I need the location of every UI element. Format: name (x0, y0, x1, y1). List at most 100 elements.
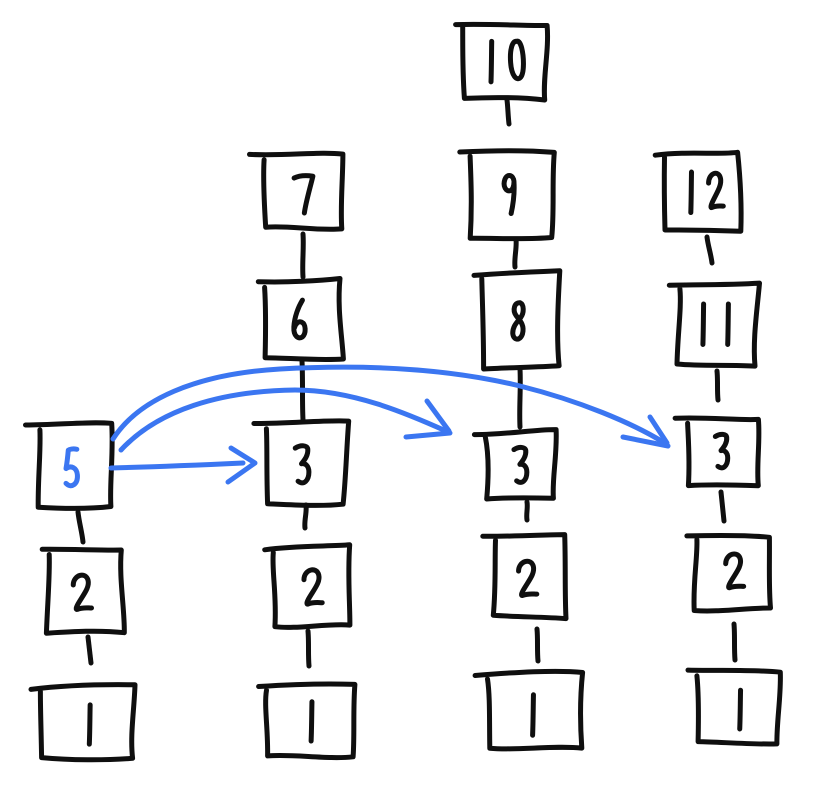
connector-lines (75, 97, 738, 669)
node-box (471, 268, 563, 372)
node-value (294, 300, 305, 338)
digit-stroke (726, 554, 744, 588)
digit-stroke (295, 446, 309, 483)
node-value (533, 695, 534, 735)
digit-stroke-group (703, 304, 704, 344)
digit-stroke-group (514, 447, 527, 482)
node-box (247, 150, 346, 232)
node-box (23, 420, 115, 511)
node-connector (704, 234, 715, 266)
arrowhead (620, 434, 671, 449)
list-column-3 (456, 24, 583, 749)
digit-stroke (491, 41, 492, 81)
digit-stroke (66, 449, 77, 486)
node-box (666, 280, 762, 369)
list-node (250, 153, 343, 229)
arrowhead (403, 430, 453, 440)
node-box (262, 542, 353, 630)
digit-stroke-group (66, 449, 77, 486)
arrow-shaft (108, 460, 246, 471)
digit-stroke (691, 172, 692, 212)
list-node (31, 685, 135, 760)
digit-stroke (304, 570, 322, 604)
node-connector (517, 366, 523, 430)
list-node (26, 423, 113, 509)
node-connector (300, 231, 306, 280)
list-column-2 (250, 153, 355, 757)
node-value (703, 304, 728, 344)
node-connector (504, 97, 512, 127)
node-box (28, 682, 138, 763)
list-node (655, 152, 741, 231)
digit-stroke (294, 300, 305, 338)
node-box (251, 418, 352, 508)
node-box (457, 148, 557, 242)
digit-stroke-group (513, 303, 523, 339)
node-value (491, 41, 523, 82)
digit-stroke (533, 695, 534, 735)
arrow-5-to-3-column-3 (118, 387, 453, 453)
list-columns (26, 24, 781, 759)
list-node (254, 421, 349, 506)
arrowhead (647, 414, 670, 446)
node-connector (718, 489, 727, 524)
node-connector (714, 368, 721, 403)
digit-stroke-group (740, 690, 741, 729)
digit-stroke (294, 176, 313, 213)
node-box (480, 532, 569, 622)
list-node (259, 684, 355, 758)
node-connector (534, 626, 541, 664)
digit-stroke-group (304, 570, 322, 604)
digit-stroke-group (691, 172, 692, 212)
node-connector (731, 621, 738, 663)
digit-stroke-group (491, 41, 492, 81)
node-box (453, 21, 551, 103)
list-node (474, 271, 560, 369)
digit-stroke (514, 447, 527, 482)
digit-stroke (709, 173, 724, 207)
node-value (66, 449, 77, 486)
arrow-5-to-3-column-2 (108, 445, 258, 485)
node-value (514, 447, 527, 482)
node-connector (524, 499, 530, 523)
digit-stroke (519, 561, 537, 595)
node-value (304, 570, 322, 604)
node-value (691, 172, 723, 212)
digit-stroke-group (89, 705, 90, 744)
digit-stroke-group (510, 41, 523, 78)
list-node (460, 151, 555, 239)
node-connector (85, 634, 94, 666)
node-box (255, 276, 346, 363)
pointer-arrows (108, 364, 671, 485)
node-value (311, 702, 312, 741)
list-node (456, 24, 548, 100)
digit-stroke (73, 575, 91, 609)
list-node (687, 535, 771, 611)
digit-stroke (703, 304, 704, 344)
digit-stroke-group (709, 173, 724, 207)
digit-stroke (728, 304, 729, 344)
node-value (740, 690, 741, 729)
digit-stroke (504, 175, 514, 213)
list-node (265, 545, 350, 628)
digit-stroke (513, 303, 523, 339)
list-node (42, 549, 124, 633)
digit-stroke (89, 705, 90, 744)
list-column-4 (655, 152, 780, 744)
node-value (73, 575, 91, 609)
list-node (688, 670, 780, 744)
node-value (89, 705, 90, 744)
node-box (471, 427, 559, 502)
node-connector (302, 502, 309, 531)
list-node (483, 535, 566, 619)
list-node (258, 279, 343, 360)
digit-stroke-group (533, 695, 534, 735)
list-node (669, 283, 759, 366)
node-box (256, 681, 358, 761)
node-value (294, 176, 313, 213)
list-column-1 (26, 423, 136, 760)
arrowhead (424, 398, 452, 434)
digit-stroke-group (311, 702, 312, 741)
digit-stroke-group (728, 304, 729, 344)
